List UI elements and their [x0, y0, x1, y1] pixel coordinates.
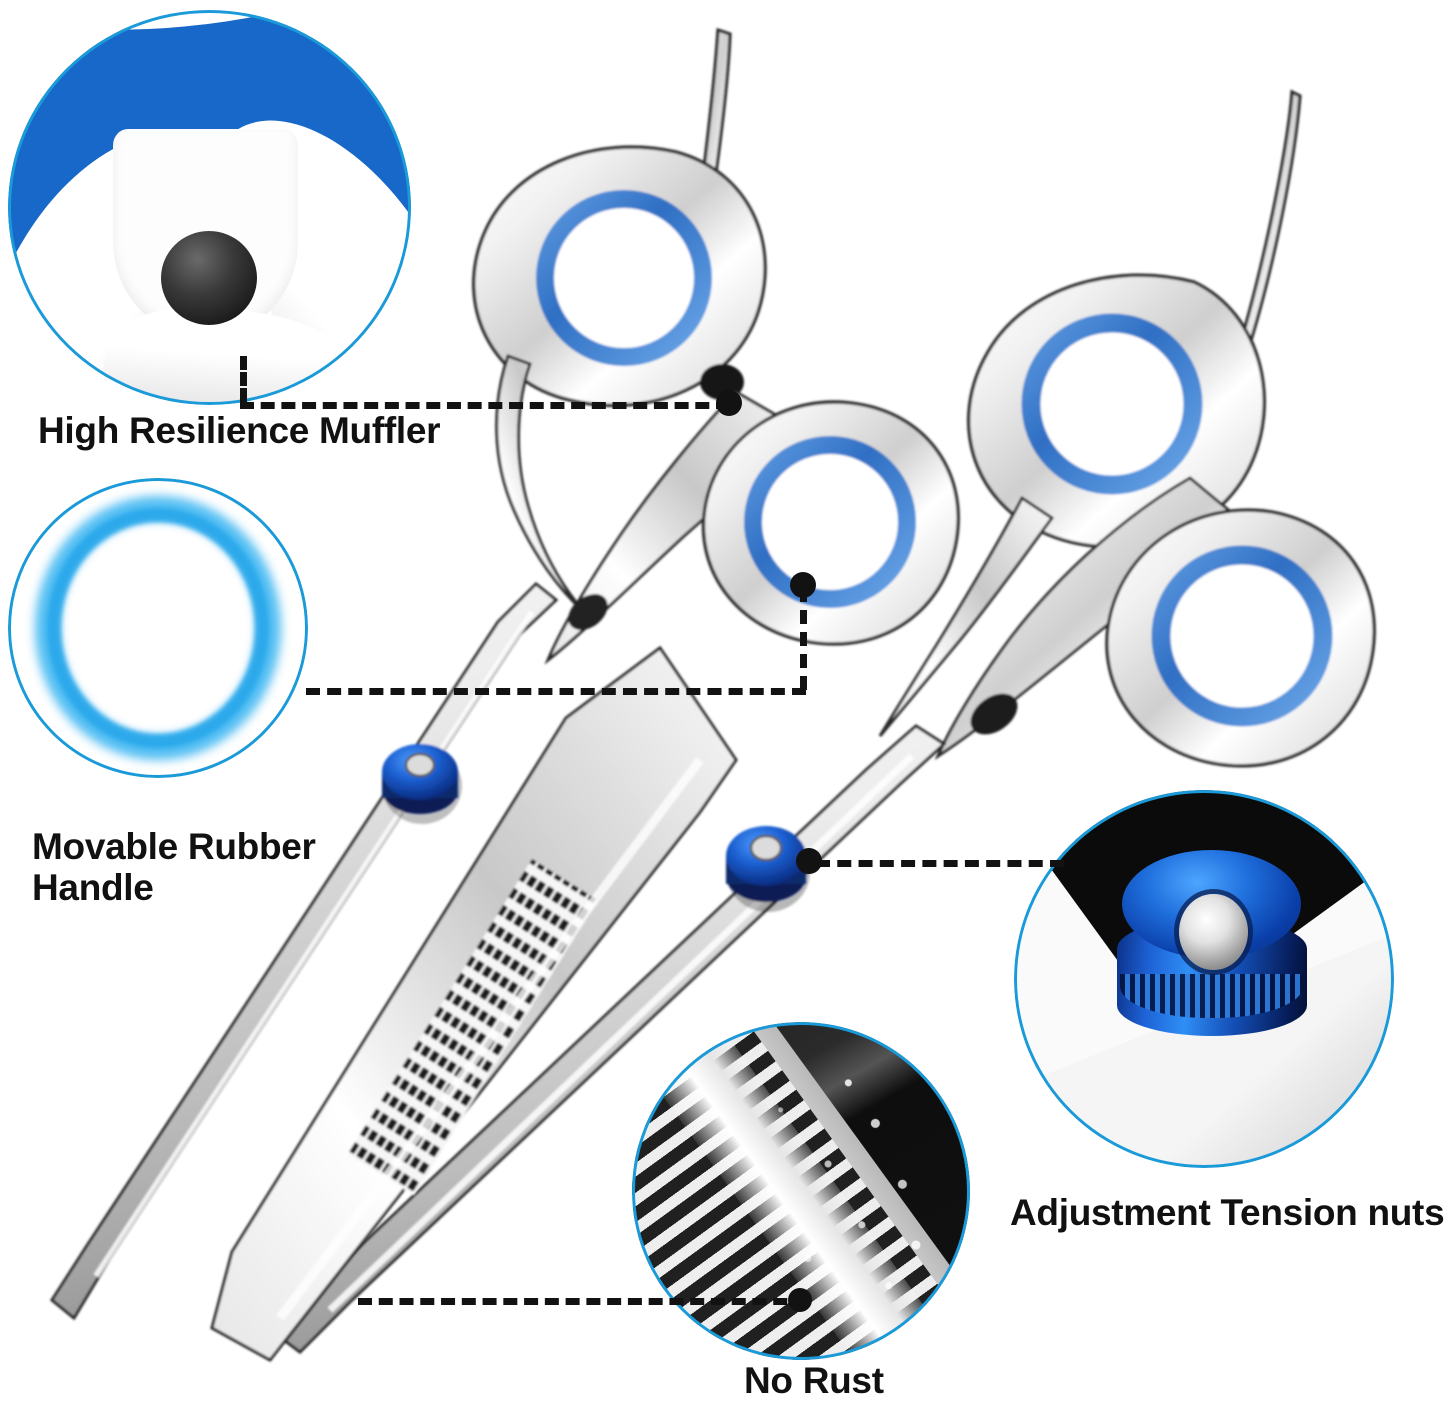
callout-circle-handle	[8, 478, 308, 778]
leader-rust-line	[358, 1298, 808, 1305]
leader-handle-line	[306, 688, 806, 695]
leader-muffler-stub	[240, 356, 247, 402]
label-movable-rubber-handle: Movable Rubber Handle	[32, 826, 316, 909]
label-no-rust: No Rust	[744, 1360, 884, 1401]
leader-muffler-line	[240, 402, 730, 409]
rubber-stopper	[161, 231, 258, 326]
callout-circle-tension	[1014, 790, 1394, 1168]
leader-handle-riser	[800, 588, 807, 690]
tension-detail-image	[1014, 790, 1394, 1168]
leader-rust-endpoint	[788, 1288, 812, 1312]
leader-handle-endpoint	[790, 572, 816, 598]
leader-tension-line	[816, 860, 1064, 867]
rubber-ring-hole	[74, 532, 242, 724]
label-high-resilience-muffler: High Resilience Muffler	[38, 410, 441, 451]
cutting-shear	[273, 89, 1376, 1354]
muffler-detail-image	[8, 10, 411, 405]
label-adjustment-tension-nuts: Adjustment Tension nuts	[1010, 1192, 1445, 1233]
tension-screw	[1116, 850, 1307, 1050]
handle-detail-image	[8, 478, 308, 778]
thinning-shear	[50, 27, 960, 1362]
leader-tension-endpoint	[796, 848, 822, 874]
tension-nut-right	[726, 826, 810, 912]
tension-nut-left	[382, 744, 462, 824]
leader-muffler-endpoint	[716, 390, 742, 416]
screw-center-pin	[1179, 894, 1248, 971]
